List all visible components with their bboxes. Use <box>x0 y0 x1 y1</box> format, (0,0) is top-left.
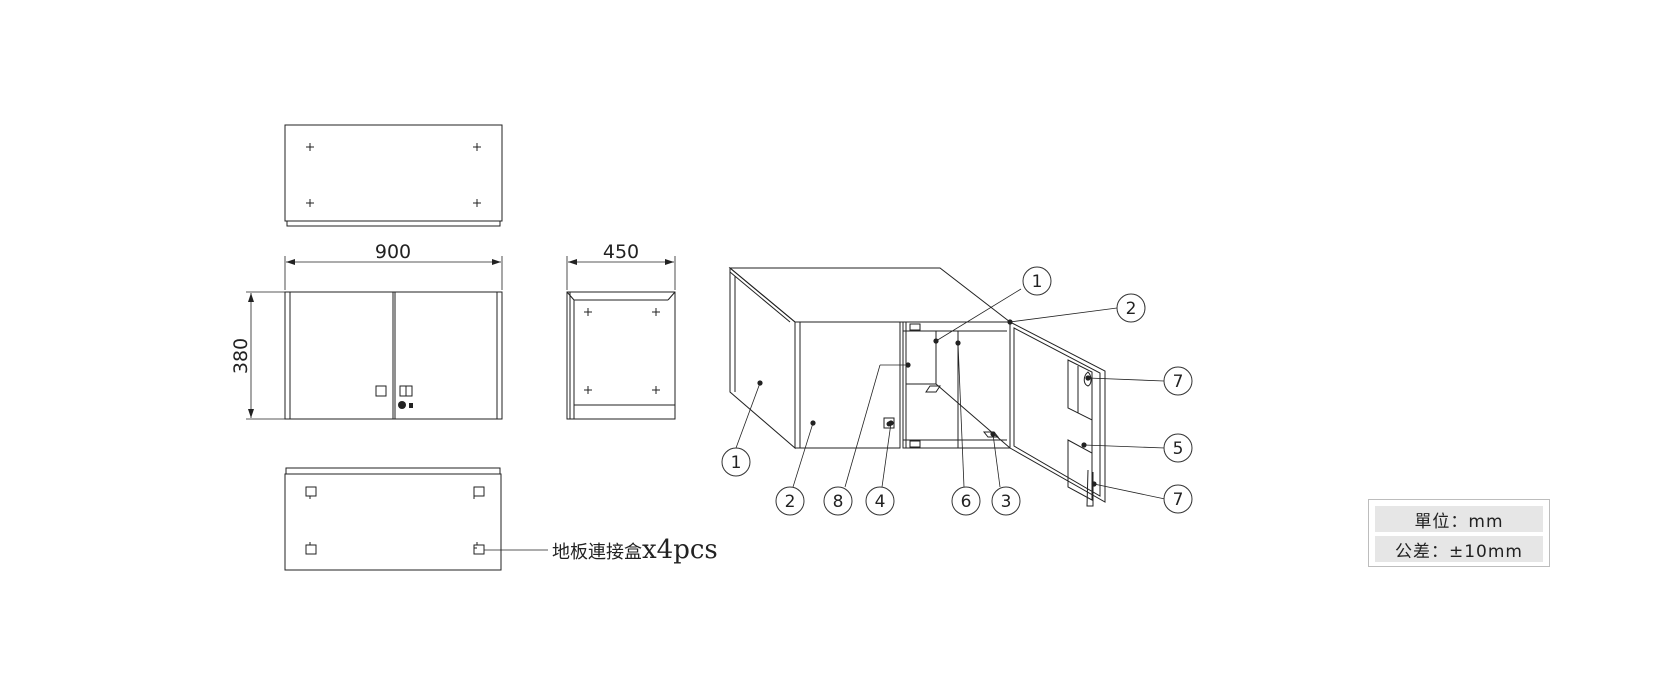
callout-bubble: 5 <box>1163 433 1193 463</box>
dimension-depth-label: 450 <box>603 241 639 263</box>
floor-connector-boxes <box>305 486 485 555</box>
front-handle-right <box>399 385 413 397</box>
side-view-mount-marks <box>584 308 660 394</box>
dimension-height: 380 <box>230 291 286 420</box>
callout-number: 7 <box>1173 490 1184 510</box>
top-view-mount-marks <box>306 143 481 207</box>
front-view: 900 380 <box>230 241 503 420</box>
unit-label: 單位：mm <box>1375 506 1543 532</box>
svg-text:地板連接盒x4pcs: 地板連接盒x4pcs <box>552 535 718 565</box>
callout-number: 4 <box>875 492 886 512</box>
units-box: 單位：mm 公差：±10mm <box>1368 499 1550 567</box>
callout-bubble: 2 <box>1116 293 1146 323</box>
isometric-view: 1 2 1 2 8 4 6 3 <box>721 266 1193 516</box>
callout-number: 3 <box>1001 492 1012 512</box>
front-handle-left <box>375 385 387 397</box>
dimension-width-label: 900 <box>375 241 411 263</box>
top-view <box>284 124 503 227</box>
callout-bubble: 6 <box>951 486 981 516</box>
floor-connector-label: 地板連接盒 <box>552 542 642 563</box>
callout-number: 5 <box>1173 439 1184 459</box>
callout-number: 6 <box>961 492 972 512</box>
dimension-depth: 450 <box>566 241 676 290</box>
front-lock-slot <box>409 403 413 408</box>
callout-number: 1 <box>1032 272 1043 292</box>
floor-connector-note: 地板連接盒x4pcs <box>552 535 718 565</box>
callout-dots <box>757 319 1097 487</box>
callout-bubble: 4 <box>865 486 895 516</box>
callout-number: 7 <box>1173 372 1184 392</box>
callout-number: 8 <box>833 492 844 512</box>
callout-number: 2 <box>1126 299 1137 319</box>
dimension-width: 900 <box>284 241 503 290</box>
callout-bubble: 8 <box>823 486 853 516</box>
dimension-height-label: 380 <box>230 338 252 374</box>
callout-number: 2 <box>785 492 796 512</box>
front-lock <box>398 401 406 409</box>
floor-connector-quantity: x4pcs <box>642 535 718 565</box>
callout-leaders <box>735 288 1166 500</box>
callout-bubble: 2 <box>775 486 805 516</box>
callout-number: 1 <box>731 453 742 473</box>
callout-bubble: 3 <box>991 486 1021 516</box>
side-view: 450 <box>566 241 676 420</box>
callout-bubble: 7 <box>1163 366 1193 396</box>
callout-bubble: 1 <box>721 447 751 477</box>
bottom-view <box>284 467 548 571</box>
callout-bubble: 7 <box>1163 484 1193 514</box>
callout-bubble: 1 <box>1022 266 1052 296</box>
tolerance-label: 公差：±10mm <box>1375 536 1543 562</box>
